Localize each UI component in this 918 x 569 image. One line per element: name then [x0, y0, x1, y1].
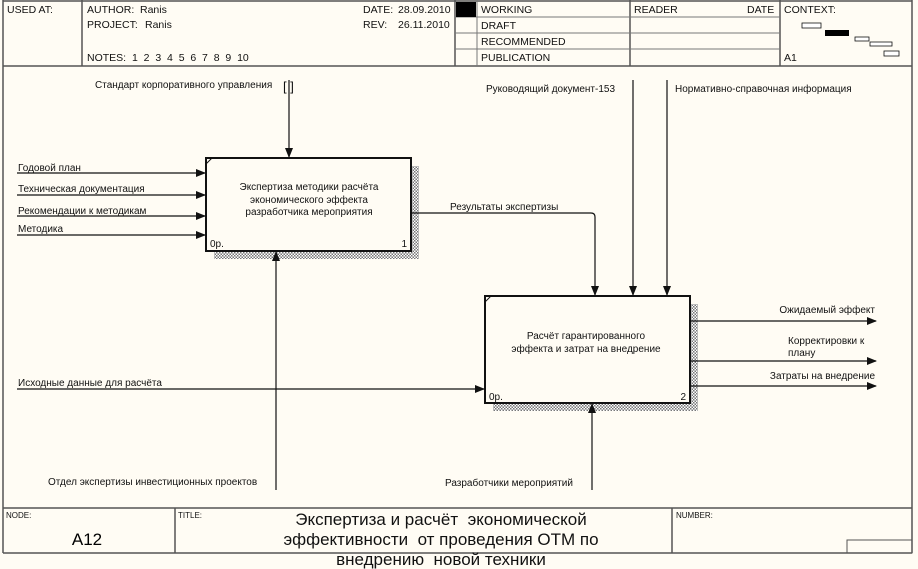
- arrow-control-reference[interactable]: Нормативно-справочная информация: [663, 80, 852, 296]
- notes-label: NOTES:: [87, 52, 126, 64]
- date-value: 28.09.2010: [398, 4, 451, 16]
- arrow-output-costs[interactable]: Затраты на внедрение: [690, 371, 877, 390]
- box-1-label-line-1: Экспертиза методики расчёта: [240, 182, 379, 193]
- arrow-input-tech-docs[interactable]: Техническая документация: [17, 184, 206, 199]
- box-1-label-line-2: экономического эффекта: [250, 194, 368, 206]
- author-label: AUTHOR:: [87, 4, 134, 16]
- arrow-label-line-1: Корректировки к: [788, 336, 865, 347]
- box-2-label-line-2: эффекта и затрат на внедрение: [511, 343, 661, 355]
- arrow-output-expected[interactable]: Ожидаемый эффект: [690, 304, 877, 325]
- status-working: WORKING: [481, 4, 532, 16]
- reader-date-label: DATE: [747, 4, 774, 16]
- rev-value: 26.11.2010: [398, 19, 450, 31]
- arrow-label: Нормативно-справочная информация: [675, 83, 852, 95]
- status-recommended: RECOMMENDED: [481, 36, 566, 48]
- arrow-output-results[interactable]: Результаты экспертизы: [411, 202, 599, 296]
- title-line-1: Экспертиза и расчёт экономической: [295, 510, 587, 529]
- arrow-mechanism-dept[interactable]: Отдел экспертизы инвестиционных проектов: [48, 251, 280, 490]
- arrow-label: Разработчики мероприятий: [445, 477, 573, 489]
- box-2-number: 2: [680, 392, 686, 403]
- author-value: Ranis: [140, 4, 167, 16]
- tunnel-icon: [ ]: [283, 79, 294, 94]
- arrow-control-standard[interactable]: Стандарт корпоративного управления [ ]: [95, 79, 294, 158]
- project-value: Ranis: [145, 19, 172, 31]
- arrow-input-method[interactable]: Методика: [17, 224, 206, 239]
- arrow-mechanism-developers[interactable]: Разработчики мероприятий: [445, 403, 596, 490]
- box-1-cost: 0р.: [210, 239, 224, 250]
- arrow-label: Отдел экспертизы инвестиционных проектов: [48, 477, 257, 488]
- arrow-input-annual-plan[interactable]: Годовой план: [17, 163, 206, 177]
- status-draft: DRAFT: [481, 20, 517, 32]
- arrow-label: Техническая документация: [18, 184, 145, 195]
- arrow-label: Результаты экспертизы: [450, 202, 558, 213]
- arrow-output-corrections[interactable]: Корректировки к плану: [690, 336, 877, 365]
- project-label: PROJECT:: [87, 19, 138, 31]
- used-at-label: USED AT:: [7, 4, 53, 16]
- arrow-label: Руководящий документ-153: [486, 84, 615, 95]
- node-value: A12: [72, 530, 102, 549]
- context-thumbnail: [801, 22, 900, 57]
- arrow-input-source-data[interactable]: Исходные данные для расчёта: [17, 378, 485, 393]
- title-line-2: эффективности от проведения ОТМ по: [283, 530, 598, 549]
- title-label: TITLE:: [178, 511, 202, 520]
- box-1-number: 1: [401, 239, 407, 250]
- header-block: USED AT: AUTHOR: Ranis PROJECT: Ranis DA…: [2, 0, 913, 553]
- context-node: A1: [784, 52, 797, 64]
- box-2-label-line-1: Расчёт гарантированного: [527, 331, 646, 342]
- arrow-label: Затраты на внедрение: [770, 371, 876, 382]
- reader-label: READER: [634, 4, 678, 16]
- arrow-input-recommendations[interactable]: Рекомендации к методикам: [17, 206, 206, 220]
- arrow-label: Годовой план: [18, 163, 81, 174]
- activity-box-2[interactable]: Расчёт гарантированного эффекта и затрат…: [484, 295, 698, 411]
- status-publication: PUBLICATION: [481, 52, 550, 64]
- context-label: CONTEXT:: [784, 4, 836, 16]
- rev-label: REV:: [363, 19, 387, 31]
- activity-box-1[interactable]: Экспертиза методики расчёта экономическо…: [205, 157, 419, 259]
- arrow-label-control-standard: Стандарт корпоративного управления: [95, 80, 272, 91]
- box-2-cost: 0р.: [489, 392, 503, 403]
- arrow-label: Методика: [18, 224, 63, 235]
- date-label: DATE:: [363, 4, 393, 16]
- footer-block: NODE: A12 TITLE: Экспертиза и расчёт эко…: [3, 507, 913, 569]
- box-1-label-line-3: разработчика мероприятия: [245, 206, 372, 218]
- notes-list[interactable]: 1 2 3 4 5 6 7 8 9 10: [132, 52, 249, 64]
- working-status-marker: [456, 2, 476, 17]
- arrow-label: Исходные данные для расчёта: [18, 378, 162, 389]
- number-label: NUMBER:: [676, 511, 713, 520]
- arrow-label-line-2: плану: [788, 348, 815, 359]
- node-label: NODE:: [6, 511, 31, 520]
- arrow-label: Рекомендации к методикам: [18, 206, 147, 217]
- title-line-3: внедрению новой техники: [336, 550, 546, 569]
- arrow-label: Ожидаемый эффект: [779, 304, 875, 316]
- arrow-control-guide[interactable]: Руководящий документ-153: [486, 80, 637, 296]
